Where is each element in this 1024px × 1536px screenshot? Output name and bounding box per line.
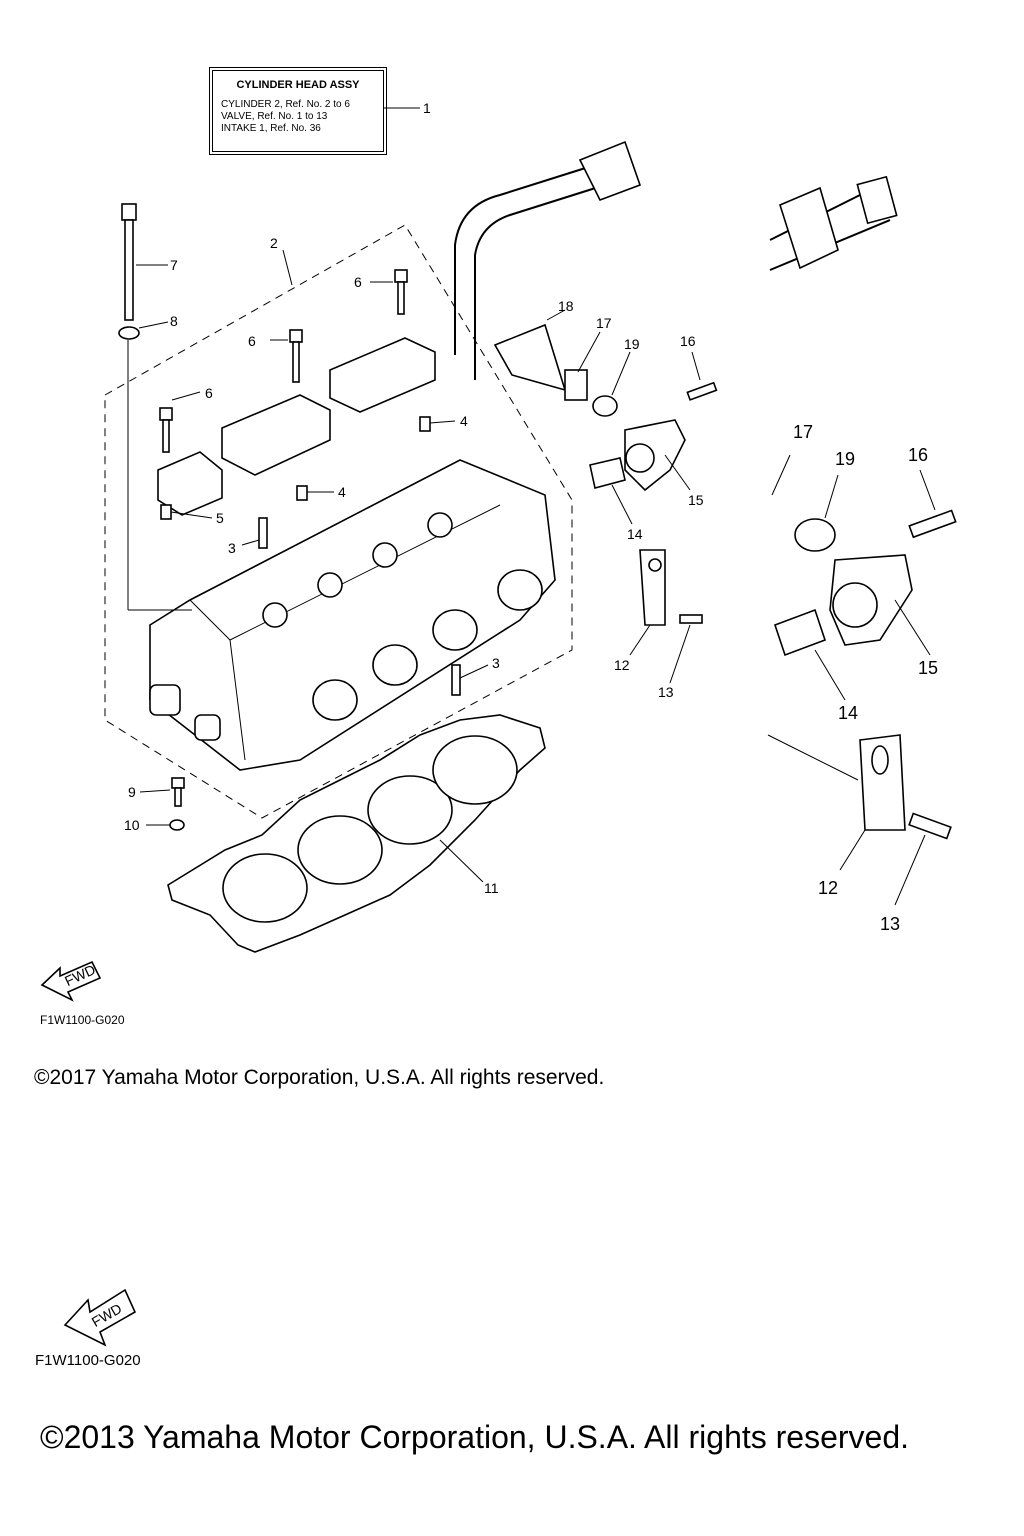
guide-3b	[451, 664, 461, 696]
bolt-16	[686, 381, 718, 401]
hose-18	[454, 140, 642, 401]
copyright-large: ©2013 Yamaha Motor Corporation, U.S.A. A…	[40, 1419, 910, 1455]
bolt-6c	[394, 269, 408, 315]
callout-7: 7	[170, 257, 178, 273]
callout-15: 15	[688, 492, 704, 508]
callout-6b: 6	[248, 333, 256, 349]
assy-line-intake: INTAKE 1, Ref. No. 36	[221, 123, 321, 134]
callout-16: 16	[680, 333, 696, 349]
head-gasket	[167, 714, 546, 953]
callout-19: 19	[624, 336, 640, 352]
detail-callout-16: 16	[908, 445, 928, 465]
detail-fitting-14	[773, 608, 827, 657]
assy-line-cylinder: CYLINDER 2, Ref. No. 2 to 6	[221, 99, 350, 110]
bolt-6a	[159, 407, 173, 453]
fwd-arrow-icon-small: FWD	[40, 960, 102, 1002]
callout-6c: 6	[354, 274, 362, 290]
bolt-13	[679, 614, 703, 624]
callout-2: 2	[270, 235, 278, 251]
callout-6a: 6	[205, 385, 213, 401]
cylinder-head-body	[149, 459, 556, 771]
camshaft-cap-3	[329, 337, 436, 413]
head-bolt-7	[121, 203, 137, 321]
callout-8: 8	[170, 313, 178, 329]
clamp-19	[592, 395, 618, 417]
callout-11: 11	[484, 880, 499, 896]
cylinder-head-assy-box: CYLINDER HEAD ASSY CYLINDER 2, Ref. No. …	[209, 67, 387, 155]
callout-18: 18	[558, 298, 574, 314]
diagram-code-large: F1W1100-G020	[35, 1352, 141, 1369]
callout-3a: 3	[228, 540, 236, 556]
callout-3b: 3	[492, 655, 500, 671]
dowel-5	[160, 504, 172, 520]
callout-12: 12	[614, 657, 630, 673]
copyright-small: ©2017 Yamaha Motor Corporation, U.S.A. A…	[34, 1066, 605, 1089]
fitting-14	[589, 457, 626, 489]
detail-callout-13: 13	[880, 914, 900, 934]
housing-15	[624, 419, 686, 492]
callout-4b: 4	[338, 484, 346, 500]
callout-13: 13	[658, 684, 674, 700]
dowel-4a	[419, 416, 431, 432]
callout-14: 14	[627, 526, 643, 542]
washer-8	[118, 326, 140, 340]
callout-1: 1	[423, 100, 431, 116]
callout-4a: 4	[460, 413, 468, 429]
bolt-9	[171, 777, 185, 807]
detail-callout-19: 19	[835, 449, 855, 469]
bolt-6b	[289, 329, 303, 383]
washer-10	[169, 819, 185, 831]
diagram-code-small: F1W1100-G020	[40, 1013, 125, 1027]
detail-callout-17: 17	[793, 422, 813, 442]
guide-3a	[258, 517, 268, 549]
callout-5: 5	[216, 510, 224, 526]
detail-callout-14: 14	[838, 703, 858, 723]
detail-callout-15: 15	[918, 658, 938, 678]
camshaft-cap-2	[221, 394, 331, 476]
dowel-4b	[296, 485, 308, 501]
leader-lines	[127, 107, 701, 883]
fwd-arrow-icon-large: FWD	[63, 1288, 137, 1347]
assembly-dashed-outline	[104, 224, 573, 819]
callout-9: 9	[128, 784, 136, 800]
detail-bolt-16	[908, 509, 957, 539]
detail-callout-12: 12	[818, 878, 838, 898]
detail-clamp-19	[794, 518, 836, 552]
callout-10: 10	[124, 817, 140, 833]
camshaft-cap-1	[157, 451, 223, 516]
callout-numbers: 1 2 3 3 4 4 5 6 6 6 7 8 9 10 11 12 13 14…	[124, 100, 938, 934]
assy-line-valve: VALVE, Ref. No. 1 to 13	[221, 111, 328, 122]
bracket-12	[639, 549, 666, 626]
detail-bolt-13	[908, 812, 952, 840]
callout-17: 17	[596, 315, 612, 331]
detail-inset	[767, 175, 957, 906]
assy-title: CYLINDER HEAD ASSY	[236, 79, 360, 91]
